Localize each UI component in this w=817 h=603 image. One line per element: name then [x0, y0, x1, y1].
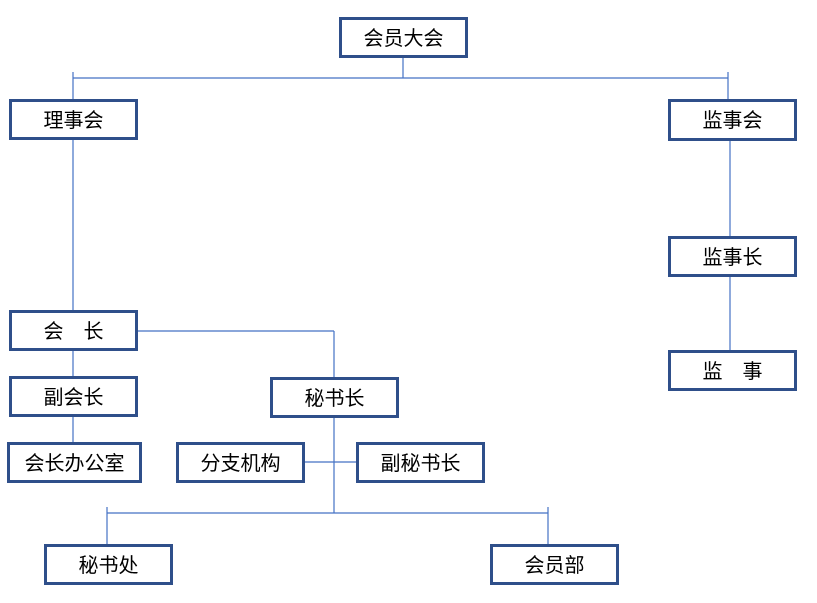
- node-secretary-general: 秘书长: [270, 377, 399, 418]
- node-vice-president: 副会长: [9, 376, 138, 417]
- node-branch-organizations: 分支机构: [176, 442, 305, 483]
- node-secretariat: 秘书处: [44, 544, 173, 585]
- node-president-office: 会长办公室: [7, 442, 142, 483]
- node-supervisory-board: 监事会: [668, 99, 797, 141]
- node-supervisor: 监 事: [668, 350, 797, 391]
- node-president: 会 长: [9, 310, 138, 351]
- node-deputy-secretary-general: 副秘书长: [356, 442, 485, 483]
- node-chief-supervisor: 监事长: [668, 236, 797, 277]
- node-membership-department: 会员部: [490, 544, 619, 585]
- node-council: 理事会: [9, 99, 138, 140]
- node-general-assembly: 会员大会: [339, 17, 468, 58]
